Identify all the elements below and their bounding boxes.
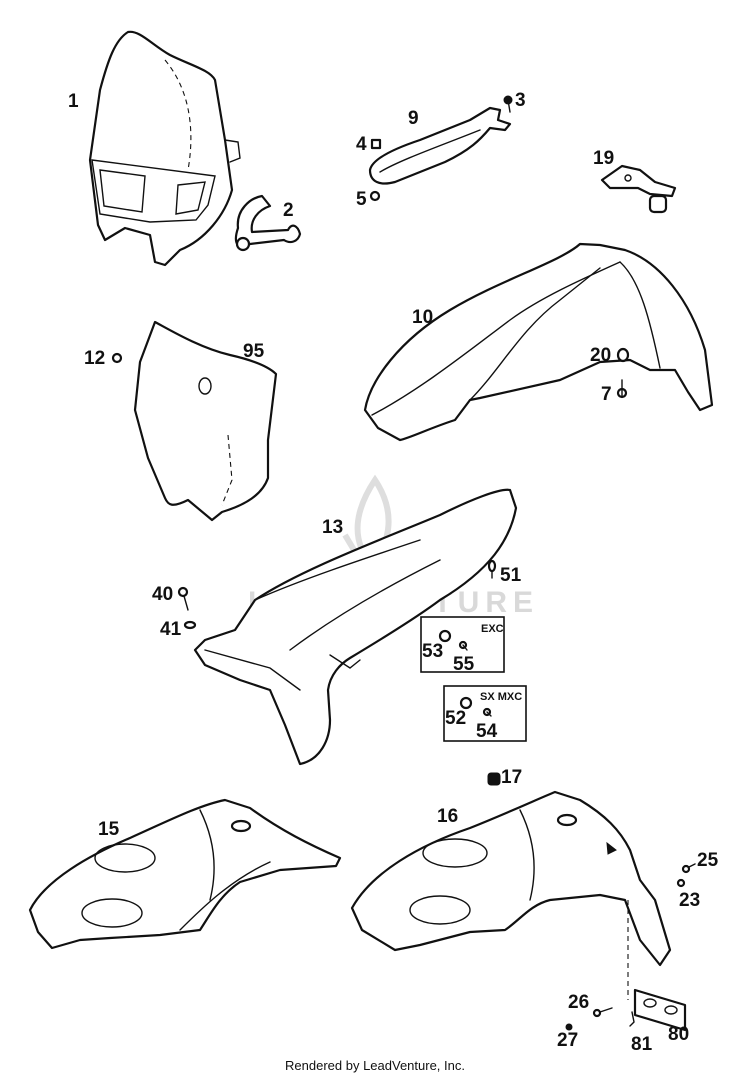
callout-25: 25 bbox=[697, 850, 719, 871]
callout-2: 2 bbox=[283, 200, 294, 221]
part-wire-81 bbox=[629, 1011, 635, 1027]
part-nut-5 bbox=[369, 190, 381, 202]
part-washer-41 bbox=[183, 620, 197, 630]
sx-mxc-box: SX MXC 52 54 bbox=[443, 685, 527, 742]
part-rear-fender bbox=[193, 488, 518, 766]
callout-19: 19 bbox=[593, 148, 614, 169]
part-nut-23 bbox=[676, 878, 686, 888]
callout-13: 13 bbox=[322, 517, 343, 538]
callout-41: 41 bbox=[160, 619, 182, 640]
callout-53: 53 bbox=[422, 641, 443, 662]
callout-95: 95 bbox=[243, 341, 265, 362]
part-screw-12 bbox=[111, 352, 123, 364]
part-grommet-17 bbox=[487, 772, 501, 786]
part-screw-4 bbox=[370, 138, 382, 150]
part-screw-3 bbox=[503, 95, 513, 113]
part-headlight-mask bbox=[88, 30, 241, 267]
part-screw-51 bbox=[487, 559, 497, 579]
callout-54: 54 bbox=[476, 721, 498, 742]
callout-55: 55 bbox=[453, 654, 475, 675]
part-screw-25 bbox=[681, 863, 696, 874]
sx-mxc-box-label: SX MXC bbox=[480, 691, 522, 703]
part-bracket-9 bbox=[368, 106, 512, 185]
callout-1: 1 bbox=[68, 91, 79, 112]
callout-51: 51 bbox=[500, 565, 522, 586]
callout-27: 27 bbox=[557, 1030, 578, 1051]
callout-81: 81 bbox=[631, 1034, 653, 1055]
part-clamp bbox=[234, 194, 302, 252]
callout-12: 12 bbox=[84, 348, 105, 369]
part-rear-fender-16 bbox=[350, 790, 672, 967]
callout-9: 9 bbox=[408, 108, 419, 129]
part-plate-light bbox=[633, 988, 687, 1032]
exc-box: EXC 53 55 bbox=[420, 616, 505, 675]
part-number-plate bbox=[133, 320, 278, 522]
callout-7: 7 bbox=[601, 384, 612, 405]
part-nut-20 bbox=[616, 347, 630, 363]
callout-17: 17 bbox=[501, 767, 522, 788]
part-bolt-40 bbox=[177, 586, 189, 611]
part-front-fender bbox=[363, 242, 714, 442]
part-bracket-19 bbox=[600, 164, 677, 214]
callout-23: 23 bbox=[679, 890, 700, 911]
part-nut-27 bbox=[565, 1023, 573, 1031]
callout-80: 80 bbox=[668, 1024, 689, 1045]
callout-52: 52 bbox=[445, 708, 466, 729]
callout-15: 15 bbox=[98, 819, 120, 840]
part-rear-fender-15 bbox=[28, 798, 342, 950]
callout-10: 10 bbox=[412, 307, 433, 328]
callout-26: 26 bbox=[568, 992, 589, 1013]
callout-4: 4 bbox=[356, 134, 367, 155]
footer-credit: Rendered by LeadVenture, Inc. bbox=[285, 1058, 465, 1073]
exc-box-label: EXC bbox=[481, 623, 504, 635]
callout-40: 40 bbox=[152, 584, 173, 605]
part-screw-26 bbox=[592, 1007, 613, 1018]
callout-5: 5 bbox=[356, 189, 367, 210]
callout-20: 20 bbox=[590, 345, 611, 366]
callout-3: 3 bbox=[515, 90, 526, 111]
part-screw-7 bbox=[616, 379, 628, 399]
callout-16: 16 bbox=[437, 806, 458, 827]
